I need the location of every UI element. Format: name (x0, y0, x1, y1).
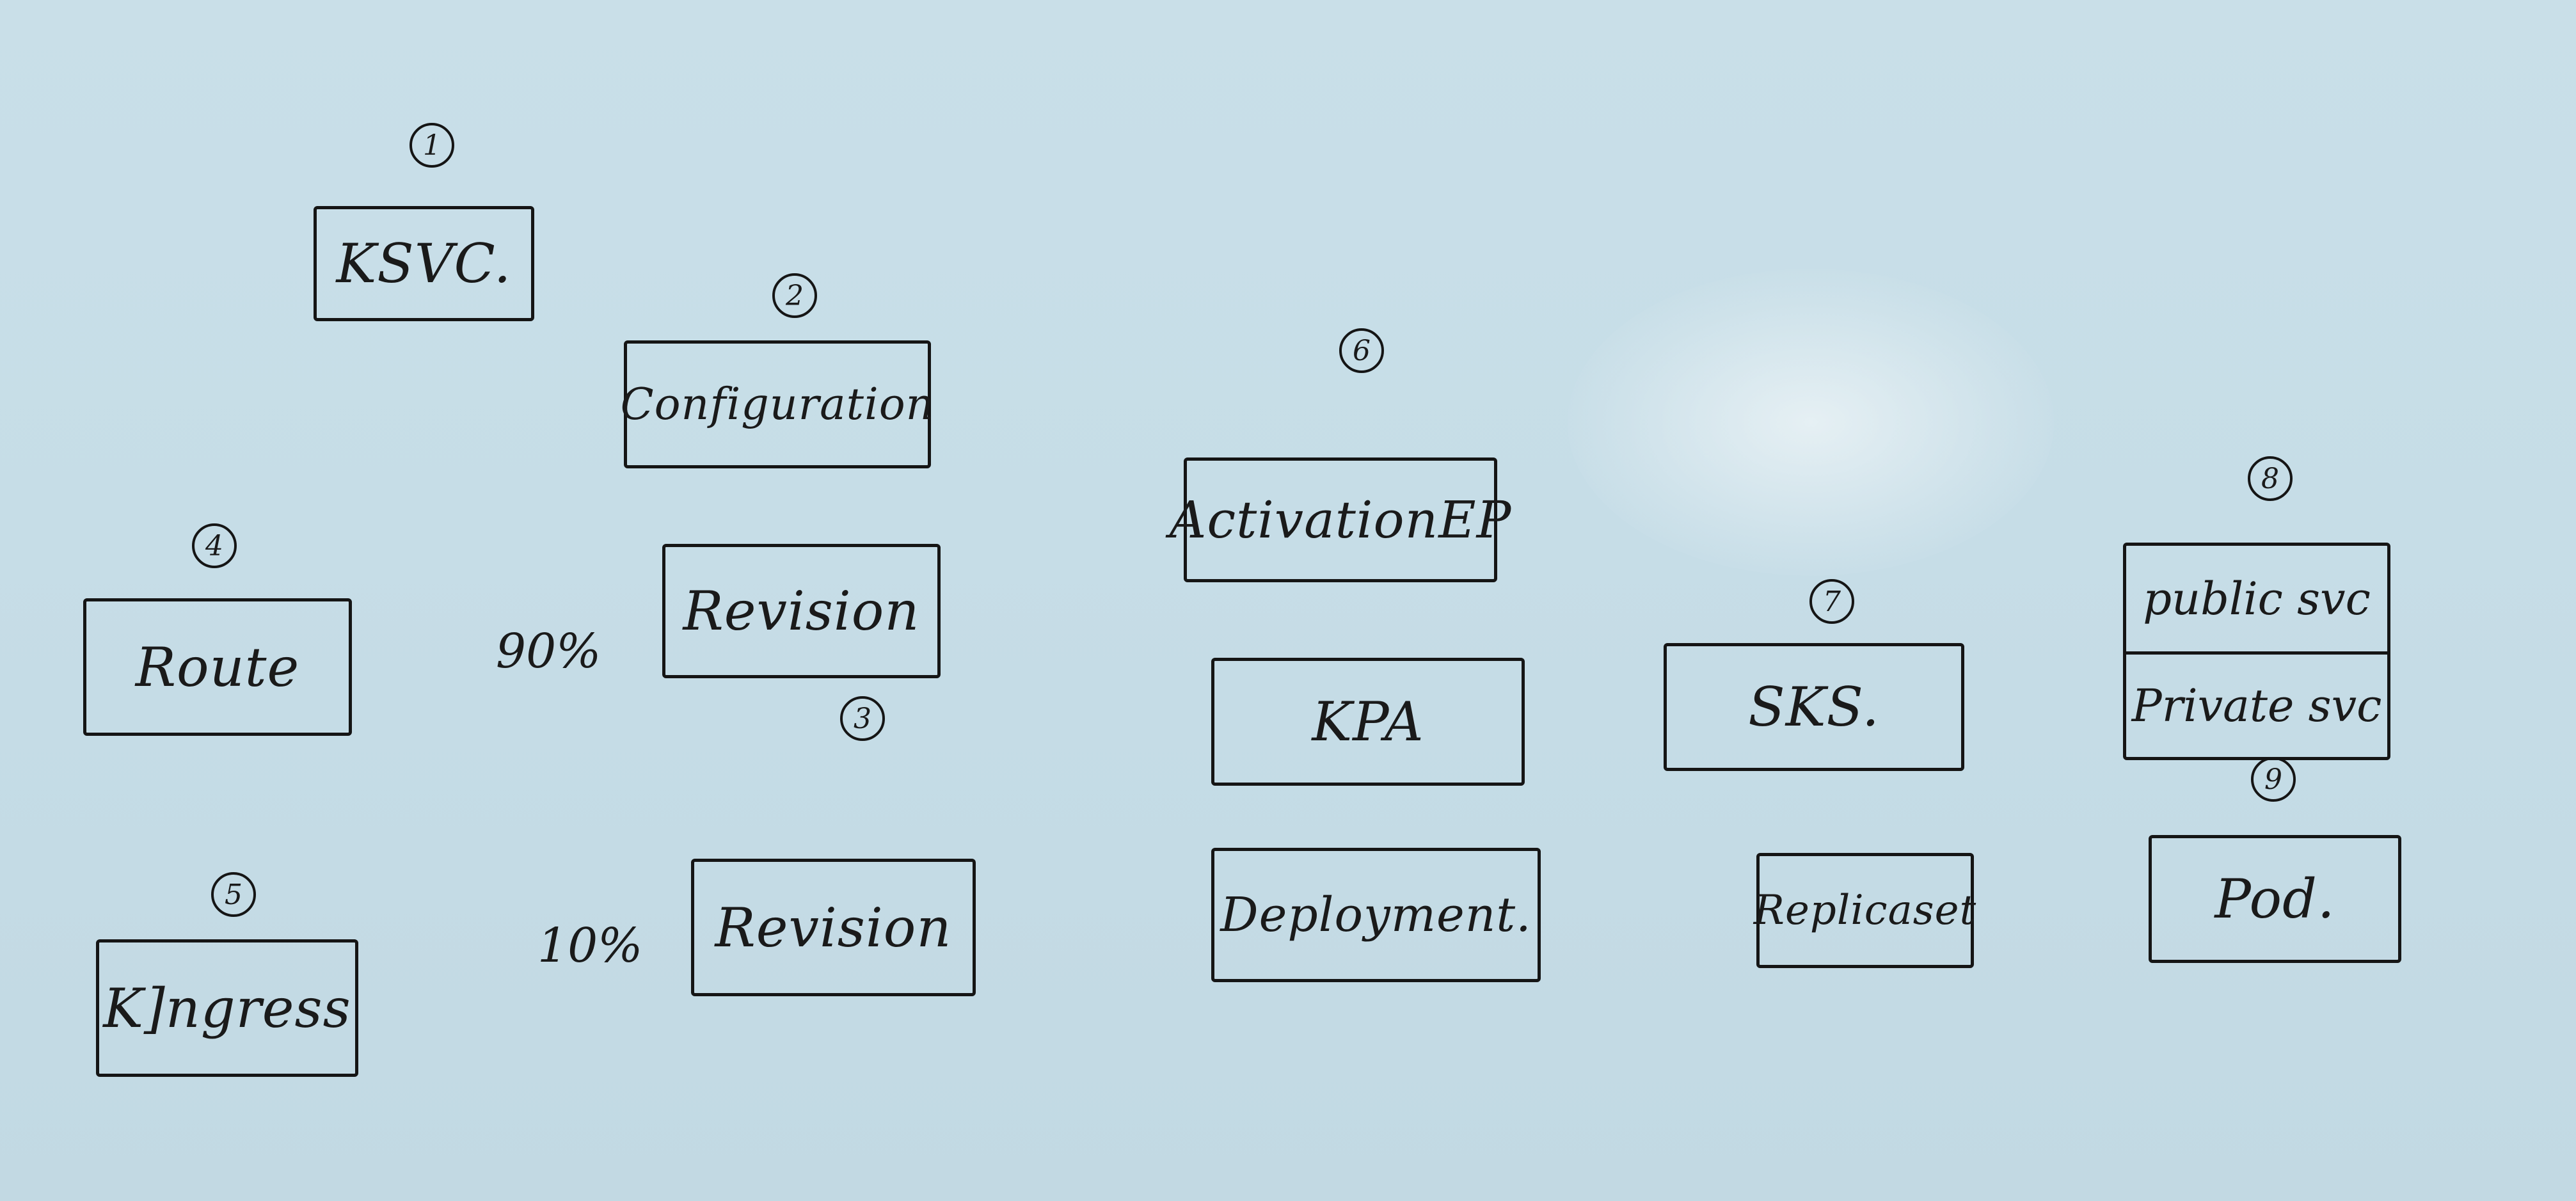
private-svc-cell: Private svc (2126, 651, 2387, 757)
private-svc-label: Private svc (2131, 680, 2382, 732)
kpa-label: KPA (1312, 690, 1424, 753)
revision-box-top: Revision (662, 544, 941, 678)
step-badge-6: 6 (1339, 328, 1384, 373)
revision-box-bottom: Revision (691, 859, 976, 996)
sks-label: SKS. (1748, 676, 1880, 738)
pod-label: Pod. (2214, 868, 2335, 930)
kpa-box: KPA (1211, 658, 1525, 786)
configuration-box: Configuration (621, 340, 934, 468)
service-stack: public svc Private svc (2123, 543, 2390, 760)
replicaset-box: Replicaset (1753, 853, 1977, 968)
deployment-box: Deployment. (1211, 848, 1541, 982)
kingress-label: K]ngress (103, 976, 351, 1040)
deployment-label: Deployment. (1220, 887, 1532, 943)
traffic-percent-90: 90% (496, 624, 601, 679)
configuration-label: Configuration (620, 379, 935, 430)
revision-bottom-label: Revision (715, 896, 952, 959)
paper-light-reflection (1568, 269, 2054, 576)
public-svc-label: public svc (2143, 572, 2371, 625)
kingress-box: K]ngress (96, 939, 358, 1077)
public-svc-cell: public svc (2126, 546, 2387, 651)
activation-ep-box: ActivationEP (1170, 457, 1511, 582)
step-badge-2: 2 (772, 273, 817, 318)
activation-ep-label: ActivationEP (1169, 490, 1512, 550)
step-badge-8: 8 (2248, 456, 2293, 501)
step-badge-7: 7 (1809, 579, 1854, 624)
replicaset-label: Replicaset (1753, 887, 1977, 934)
route-box: Route (83, 598, 352, 736)
step-badge-4: 4 (192, 523, 237, 568)
step-badge-5: 5 (211, 872, 256, 917)
pod-box: Pod. (2149, 835, 2401, 963)
step-badge-3: 3 (840, 696, 885, 741)
sks-box: SKS. (1664, 643, 1964, 771)
route-label: Route (135, 635, 300, 699)
step-badge-1: 1 (409, 123, 454, 168)
ksvc-label: KSVC. (336, 232, 512, 295)
ksvc-box: KSVC. (314, 206, 534, 321)
traffic-percent-10: 10% (537, 918, 643, 973)
revision-top-label: Revision (683, 580, 920, 642)
step-badge-9: 9 (2251, 757, 2296, 802)
